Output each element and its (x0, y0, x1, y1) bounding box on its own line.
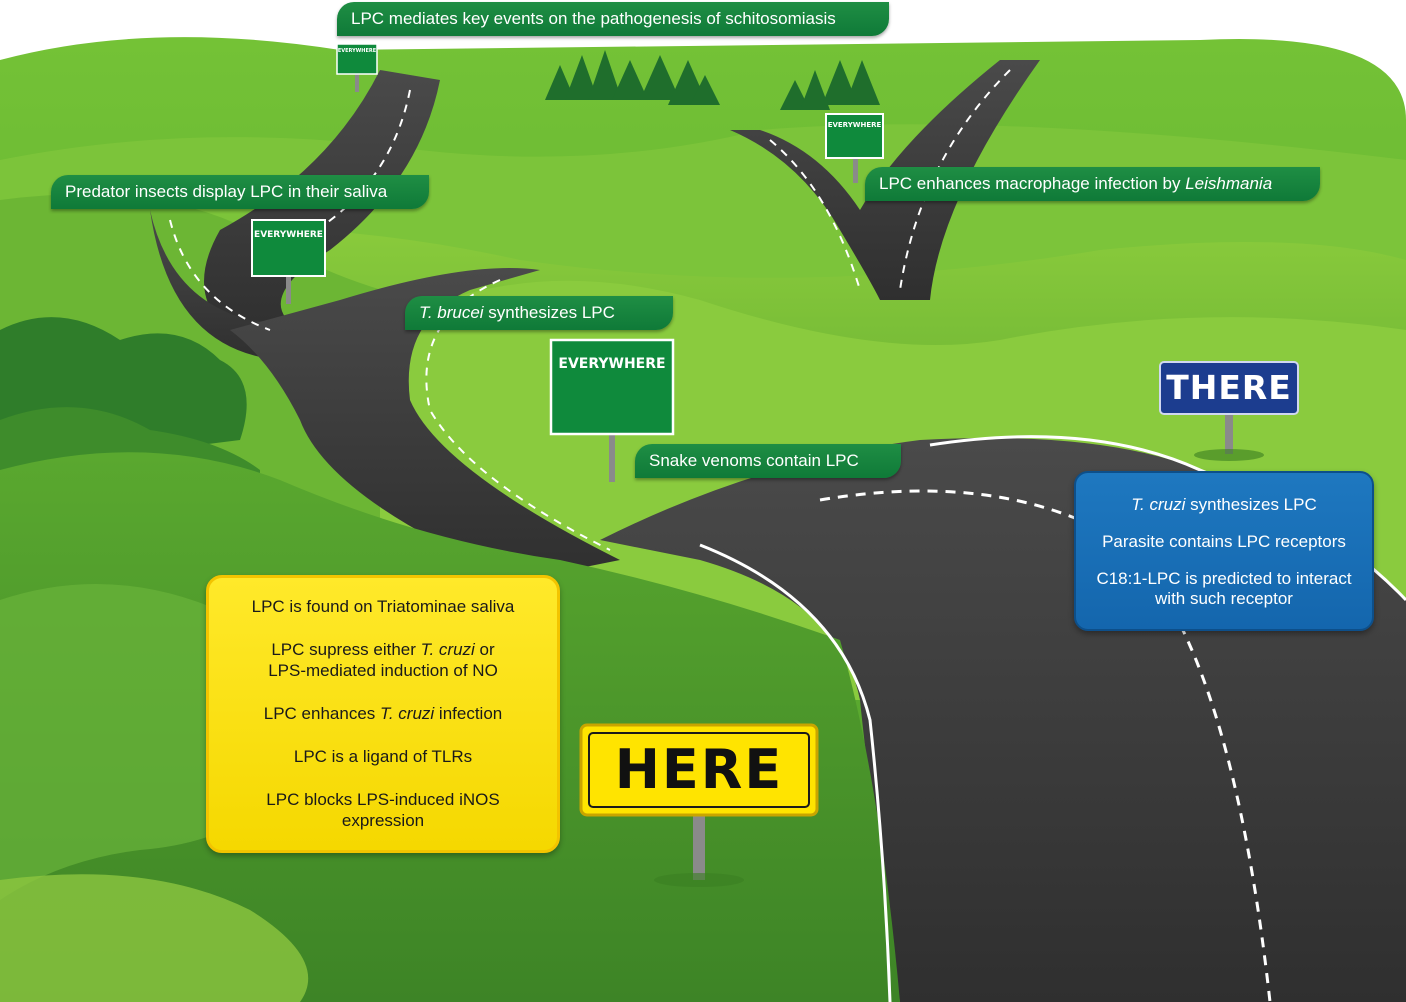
callout-snake-venoms: Snake venoms contain LPC (635, 444, 901, 478)
here-info-line: LPC enhances T. cruzi infection (263, 704, 503, 723)
callout-predator-insects: Predator insects display LPC in their sa… (51, 175, 429, 209)
here-sign: HERE (614, 738, 784, 801)
everywhere-sign-predator: EVERYWHERE (254, 230, 323, 240)
here-info-line: LPC is found on Triatominae saliva (251, 597, 515, 616)
everywhere-sign-top: EVERYWHERE (337, 48, 377, 54)
here-info-line: LPC supress either T. cruzi or LPS-media… (268, 640, 498, 680)
there-info-line: T. cruzi synthesizes LPC (1131, 495, 1317, 514)
here-info-line: LPC is a ligand of TLRs (293, 747, 473, 766)
there-info-line: Parasite contains LPC receptors (1102, 532, 1346, 551)
callout-t-brucei: T. brucei synthesizes LPC (405, 296, 673, 330)
callout-macrophage-infection: LPC enhances macrophage infection by Lei… (865, 167, 1320, 201)
everywhere-sign-brucei: EVERYWHERE (558, 356, 666, 372)
here-info-box: LPC is found on Triatominae saliva LPC s… (206, 575, 560, 853)
callout-schistosomiasis: LPC mediates key events on the pathogene… (337, 2, 889, 36)
there-sign: THERE (1166, 368, 1292, 407)
everywhere-sign-macrophage: EVERYWHERE (827, 121, 882, 129)
there-info-box: T. cruzi synthesizes LPC Parasite contai… (1074, 471, 1374, 631)
